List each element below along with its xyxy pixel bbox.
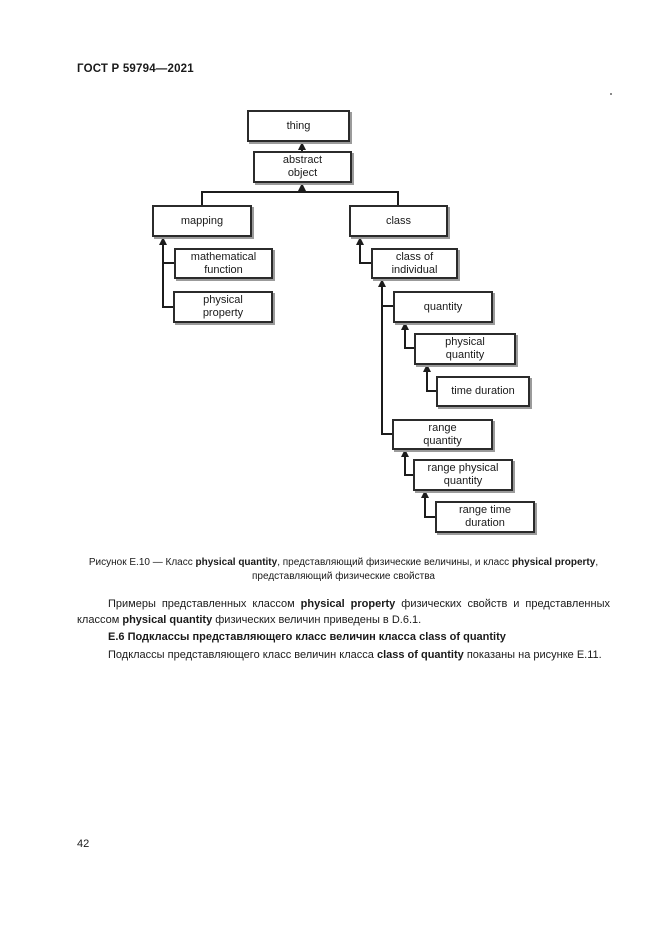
caption-term-physical-property: physical property [511, 557, 596, 568]
node-time-duration: time duration [436, 376, 530, 407]
section-heading-e6: Е.6 Подклассы представляющего класс вели… [108, 631, 506, 643]
page-header: ГОСТ Р 59794—2021 [77, 63, 194, 75]
node-physical-property: physical property [173, 291, 273, 323]
figure-caption-line2: представляющий физические свойства [252, 571, 435, 582]
node-physical-quantity: physical quantity [414, 333, 516, 365]
node-abstract-object: abstract object [253, 151, 352, 183]
paragraph-text: Примеры представленных классом [108, 598, 301, 610]
scan-artifact-dot [610, 93, 612, 95]
paragraph-text: Подклассы представляющего класс величин … [108, 649, 377, 661]
node-class-of-individual: class of individual [371, 248, 458, 279]
page-number: 42 [77, 838, 90, 850]
node-quantity: quantity [393, 291, 493, 323]
term-physical-property: physical property [300, 598, 396, 610]
caption-text: Рисунок Е.10 — Класс [88, 557, 196, 568]
figure-caption-line1: Рисунок Е.10 — Класс physical quantity, … [77, 556, 610, 570]
node-range-time-duration: range time duration [435, 501, 535, 533]
node-class: class [349, 205, 448, 237]
term-class-of-quantity: class of quantity [376, 649, 464, 661]
node-mapping: mapping [152, 205, 252, 237]
paragraph-text: физических свойств и представленных клас… [77, 598, 610, 626]
caption-text: , представляющий физические величины, и … [277, 557, 512, 568]
node-range-quantity: range quantity [392, 419, 493, 450]
node-thing: thing [247, 110, 350, 142]
paragraph-subclasses: Подклассы представляющего класс величин … [77, 648, 610, 664]
node-mathematical-function: mathematical function [174, 248, 273, 279]
paragraph-examples: Примеры представленных классом physical … [77, 597, 610, 628]
caption-term-physical-quantity: physical quantity [195, 557, 278, 568]
term-physical-quantity: physical quantity [122, 613, 213, 626]
node-range-physical-quantity: range physical quantity [413, 459, 513, 491]
paragraph-text: показаны на рисунке Е.11. [463, 649, 602, 661]
caption-text: , [595, 557, 599, 568]
paragraph-text: физических величин приведены в D.6.1. [212, 613, 422, 626]
figure-caption: Рисунок Е.10 — Класс physical quantity, … [77, 556, 610, 584]
